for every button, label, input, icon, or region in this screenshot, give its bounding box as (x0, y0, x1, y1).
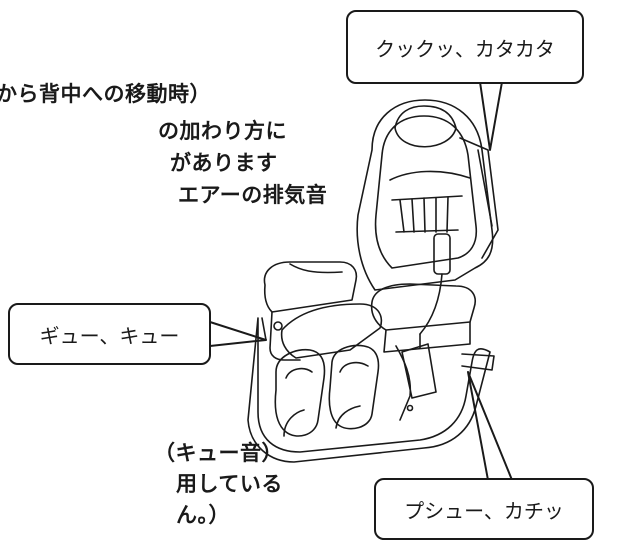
upper-note-line-2: の加わり方に (158, 119, 287, 143)
lower-note-line-3: ん。） (176, 503, 230, 527)
callout-clicking-sound: クックッ、カタカタ (346, 10, 584, 84)
callout-air-release-sound: プシュー、カチッ (374, 478, 594, 540)
callout-air-release-sound-label: プシュー、カチッ (404, 498, 564, 523)
lower-note-line-1: （キュー音） (154, 441, 283, 465)
callout-squeak-sound-label: ギュー、キュー (39, 323, 180, 348)
upper-note-line-4: エアーの排気音 (178, 183, 328, 207)
upper-note-line-3: があります (170, 151, 278, 175)
callout-clicking-sound-label: クックッ、カタカタ (375, 36, 555, 61)
upper-note-line-1: から背中への移動時） (0, 82, 211, 106)
lower-note-line-2: 用している (176, 472, 283, 496)
callout-squeak-sound: ギュー、キュー (8, 303, 211, 365)
